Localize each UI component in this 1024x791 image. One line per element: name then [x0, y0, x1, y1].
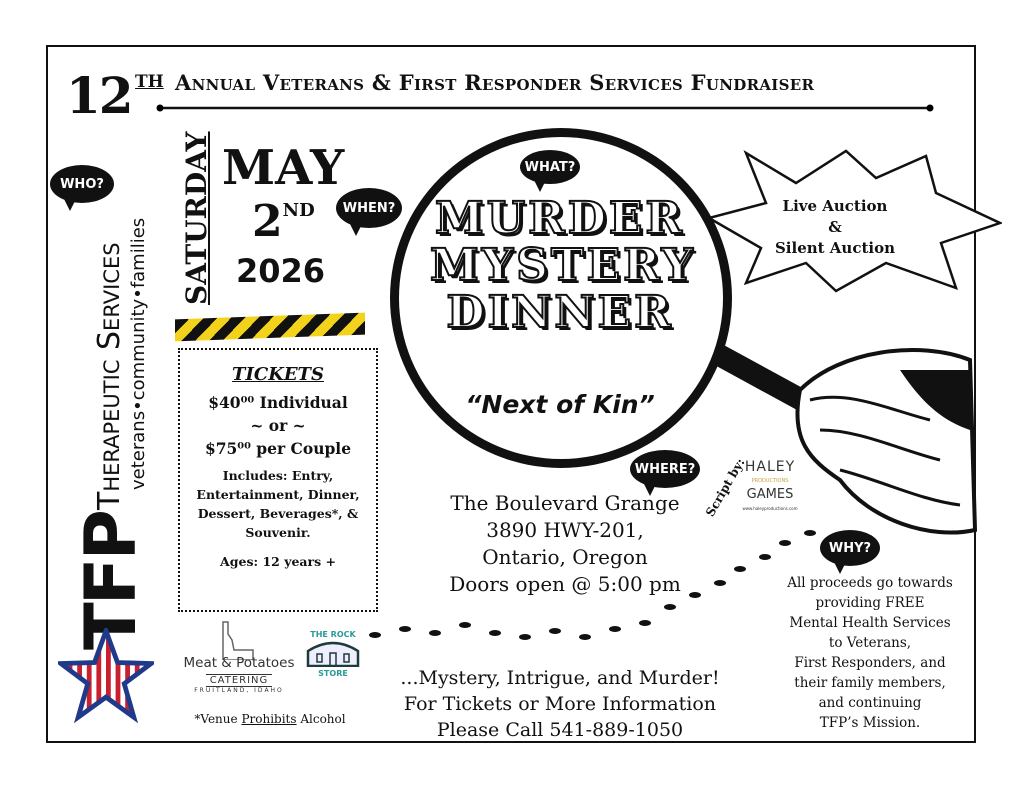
mission-line: to Veterans,	[828, 635, 912, 651]
event-title: MURDER MYSTERY DINNER	[429, 193, 696, 338]
event-title-line: MURDER	[434, 193, 685, 244]
page-title: Annual Veterans & First Responder Servic…	[175, 70, 815, 95]
logo-text: HALEY	[744, 459, 796, 475]
mission-line: their family members,	[794, 675, 946, 691]
what-bubble: WHAT?	[520, 150, 580, 192]
ornamental-divider	[156, 104, 934, 112]
flyer-border	[46, 45, 976, 743]
auction-line: Silent Auction	[774, 239, 896, 257]
sponsor-name: Meat & Potatoes	[183, 655, 295, 671]
mission-line: providing FREE	[815, 595, 925, 611]
idaho-outline-icon	[222, 621, 254, 660]
anniversary-ordinal: TH	[135, 72, 164, 92]
meat-potatoes-logo: Meat & Potatoes CATERING FRUITLAND, IDAH…	[180, 655, 298, 694]
price-individual: $40⁰⁰ Individual	[208, 393, 348, 412]
mission-line: First Responders, and	[794, 655, 946, 671]
hand-holding-glass-illustration	[700, 339, 978, 535]
sponsor-location: FRUITLAND, IDAHO	[194, 687, 284, 694]
day-number: 2	[252, 196, 283, 247]
logo-text: PRODUCTIONS	[751, 478, 789, 484]
auction-callout: Live Auction & Silent Auction	[760, 196, 910, 259]
venue-city: Ontario, Oregon	[482, 545, 648, 569]
note-text: Alcohol	[296, 712, 346, 726]
mission-line: All proceeds go towards	[787, 575, 953, 591]
org-name: Therapeutic Services	[92, 242, 127, 510]
price-couple: $75⁰⁰ per Couple	[204, 439, 352, 458]
contact-line: For Tickets or More Information	[403, 693, 717, 715]
event-location: The Boulevard Grange 3890 HWY-201, Ontar…	[430, 490, 700, 598]
magnifying-glass	[390, 128, 732, 468]
venue-street: 3890 HWY-201,	[486, 518, 644, 542]
logo-text: www.haleyproductions.com	[742, 506, 798, 511]
phone-line: Please Call 541-889-1050	[436, 719, 684, 741]
footprints-trail	[369, 530, 816, 640]
month: MAY	[222, 140, 345, 196]
why-bubble: WHY?	[820, 530, 880, 574]
day-suffix: ND	[282, 200, 315, 221]
ticket-includes: Includes: Entry, Entertainment, Dinner, …	[196, 468, 360, 540]
anniversary-number: 12	[66, 66, 134, 125]
logo-text: GAMES	[746, 487, 794, 502]
where-bubble: WHERE?	[630, 450, 700, 496]
note-emphasis: Prohibits	[241, 712, 297, 726]
contact-info: ...Mystery, Intrigue, and Murder! For Ti…	[390, 665, 730, 743]
event-subtitle: “Next of Kin”	[465, 390, 655, 419]
day: 2ND	[252, 196, 315, 247]
tickets-heading: TICKETS	[232, 364, 324, 385]
starburst-shape	[706, 149, 1002, 293]
mission-line: TFP’s Mission.	[819, 715, 921, 731]
building-icon	[306, 641, 360, 668]
year: 2026	[236, 252, 326, 290]
mission-statement: All proceeds go towards providing FREE M…	[775, 573, 965, 733]
venue-name: The Boulevard Grange	[450, 491, 680, 515]
rock-store-logo: THE ROCK STORE	[298, 630, 368, 678]
tagline: ...Mystery, Intrigue, and Murder!	[400, 667, 720, 689]
star-flag-icon	[58, 628, 154, 724]
price-or: ~ or ~	[250, 416, 306, 435]
sponsor-name: STORE	[318, 669, 348, 678]
mission-line: and continuing	[818, 695, 922, 711]
sponsor-sub: CATERING	[205, 674, 273, 687]
mission-line: Mental Health Services	[789, 615, 951, 631]
sponsor-name: THE ROCK	[310, 630, 356, 639]
when-bubble: WHEN?	[336, 188, 402, 236]
event-title-line: DINNER	[445, 287, 674, 338]
venue-alcohol-note: *Venue Prohibits Alcohol	[180, 712, 360, 726]
org-tagline: veterans•community•families	[128, 217, 149, 490]
weekday: SATURDAY	[180, 131, 213, 305]
ticket-ages: Ages: 12 years +	[220, 554, 336, 569]
tickets-box: TICKETS $40⁰⁰ Individual ~ or ~ $75⁰⁰ pe…	[178, 348, 378, 612]
haley-games-logo: HALEY PRODUCTIONS GAMES www.haleyproduct…	[735, 460, 805, 516]
doors-time: Doors open @ 5:00 pm	[449, 572, 681, 596]
who-bubble: WHO?	[50, 165, 114, 211]
event-title-line: MYSTERY	[429, 240, 696, 291]
auction-line: &	[828, 218, 842, 236]
auction-line: Live Auction	[782, 197, 888, 215]
note-text: *Venue	[194, 712, 242, 726]
